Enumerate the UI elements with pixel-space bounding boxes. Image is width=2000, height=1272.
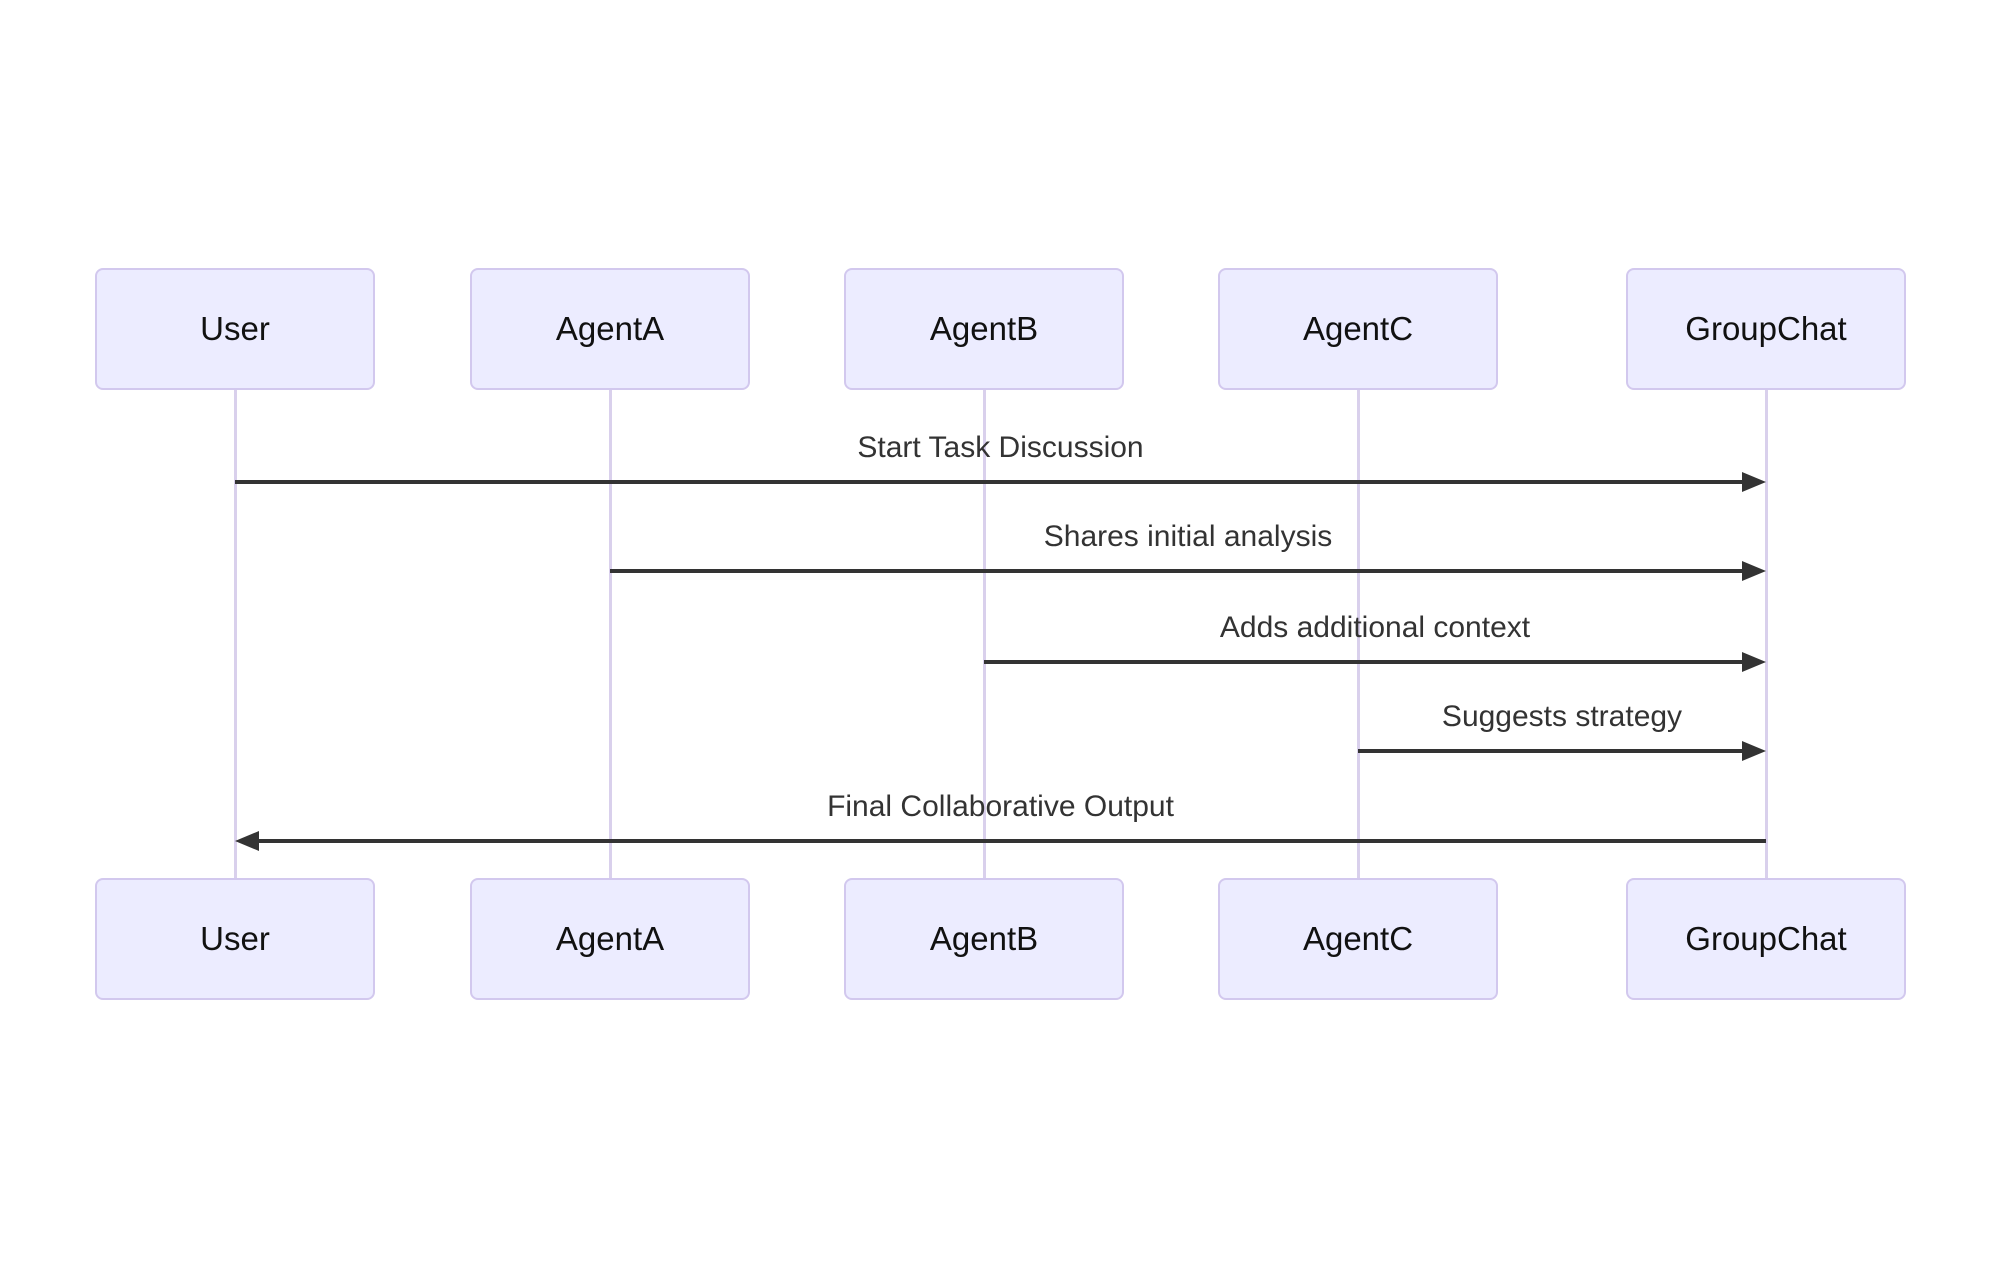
lifeline-agentc: [1356, 390, 1360, 878]
actor-box-agentc-bottom: AgentC: [1218, 878, 1498, 1000]
message-line: [235, 480, 1744, 484]
actor-box-agentb-top: AgentB: [844, 268, 1124, 390]
lifeline-user: [233, 390, 237, 878]
lifeline-groupchat: [1764, 390, 1768, 878]
actor-box-groupchat-top: GroupChat: [1626, 268, 1906, 390]
message-label: Shares initial analysis: [1043, 520, 1333, 553]
arrowhead-icon: [1742, 652, 1766, 672]
message-line: [1358, 749, 1744, 753]
actor-box-agenta-top: AgentA: [470, 268, 750, 390]
arrowhead-icon: [1742, 472, 1766, 492]
lifeline-agenta: [608, 390, 612, 878]
actor-box-user-top: User: [95, 268, 375, 390]
message-label: Final Collaborative Output: [827, 790, 1174, 823]
message-label: Adds additional context: [1219, 611, 1531, 644]
arrowhead-icon: [1742, 741, 1766, 761]
message-label: Start Task Discussion: [857, 431, 1144, 464]
actor-box-agenta-bottom: AgentA: [470, 878, 750, 1000]
actor-box-agentb-bottom: AgentB: [844, 878, 1124, 1000]
actor-box-user-bottom: User: [95, 878, 375, 1000]
message-line: [984, 660, 1744, 664]
arrowhead-icon: [235, 831, 259, 851]
message-label: Suggests strategy: [1441, 700, 1683, 733]
lifeline-agentb: [982, 390, 986, 878]
message-line: [610, 569, 1744, 573]
arrowhead-icon: [1742, 561, 1766, 581]
actor-box-agentc-top: AgentC: [1218, 268, 1498, 390]
message-line: [257, 839, 1766, 843]
actor-box-groupchat-bottom: GroupChat: [1626, 878, 1906, 1000]
